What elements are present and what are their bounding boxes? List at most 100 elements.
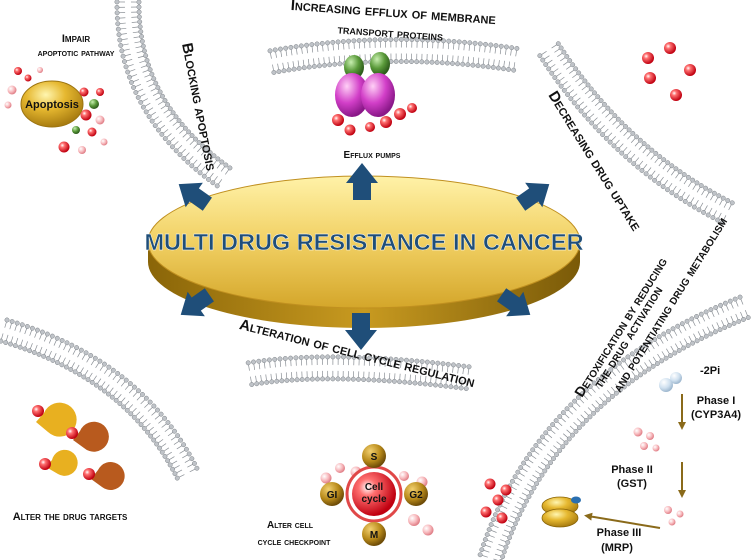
mrp-transporter — [541, 496, 581, 528]
drug-sphere — [80, 109, 92, 121]
drug-sphere — [408, 514, 420, 526]
drug-sphere — [78, 146, 86, 154]
metabolite-sphere — [633, 427, 643, 437]
drug-sphere — [7, 85, 17, 95]
impair-label-2: apoptotic pathway — [38, 48, 115, 59]
phase2-label-1: Phase II — [611, 464, 653, 476]
uptake-panel: Decreasing drug uptake — [545, 42, 696, 234]
drug-sphere — [95, 115, 105, 125]
drug-sphere — [14, 67, 22, 75]
drug-sphere — [320, 472, 332, 484]
drug-sphere — [365, 122, 375, 132]
target-bound-4 — [83, 461, 125, 490]
drug-sphere — [58, 141, 70, 153]
drug-sphere — [72, 126, 80, 134]
target-bound-2 — [66, 421, 109, 452]
apoptosis-panel: Impair apoptotic pathway Apoptosis — [4, 33, 115, 154]
drug-sphere — [644, 72, 656, 84]
central-disc: MULTI DRUG RESISTANCE IN CANCER — [144, 175, 584, 328]
drug-sphere — [500, 484, 512, 496]
drug-sphere — [492, 494, 504, 506]
drug-sphere — [335, 463, 345, 473]
target-bound-1 — [32, 402, 77, 437]
lipid-bilayer — [245, 354, 472, 392]
lipid-bilayer — [267, 37, 520, 75]
phase-m-node — [362, 522, 386, 546]
phase2-label-2: (GST) — [617, 478, 647, 490]
drug-sphere — [484, 478, 496, 490]
drug-sphere — [37, 67, 43, 73]
metabolite-sphere — [670, 372, 682, 384]
drug-sphere — [96, 88, 104, 96]
phase-g1-label: GI — [327, 490, 338, 501]
drug-sphere — [24, 74, 32, 82]
metabolite-sphere — [676, 510, 684, 518]
drug-sphere — [79, 87, 89, 97]
metabolite-sphere — [646, 432, 654, 440]
efflux-panel: Increasing efflux of membrane transport … — [290, 0, 496, 161]
center-title: MULTI DRUG RESISTANCE IN CANCER — [144, 229, 583, 255]
drug-sphere — [496, 512, 508, 524]
phase3-label-1: Phase III — [597, 527, 642, 539]
lipid-bilayer — [477, 294, 751, 560]
pump-right — [361, 73, 395, 117]
pump-cap-left — [344, 55, 364, 79]
arrow-up-right — [516, 182, 550, 211]
mechanism-blocking-apoptosis: Blocking apoptosis — [178, 42, 219, 173]
cell-cycle-label-2: cycle — [361, 494, 386, 505]
targets-panel: Alter the drug targets — [13, 402, 128, 523]
phase1-label-2: (CYP3A4) — [691, 409, 741, 421]
phase-g1-node — [320, 482, 344, 506]
drug-sphere — [380, 116, 392, 128]
drug-sphere — [344, 124, 356, 136]
drug-sphere — [87, 127, 97, 137]
pump-cap-right — [370, 52, 390, 76]
checkpoint-label-1: Alter cell — [267, 520, 314, 531]
efflux-title-2: transport proteins — [337, 21, 443, 43]
efflux-pumps-label: Efflux pumps — [344, 150, 401, 161]
metabolite-sphere — [640, 442, 648, 450]
arrow-up — [346, 163, 378, 200]
metabolite-sphere — [652, 444, 660, 452]
drug-sphere — [664, 42, 676, 54]
efflux-title-1: Increasing efflux of membrane — [290, 0, 496, 28]
phase3-arrow — [584, 512, 661, 529]
phase-s-node — [362, 444, 386, 468]
phase3-label-2: (MRP) — [601, 542, 633, 554]
cell-cycle-label-1: Cell — [365, 482, 384, 493]
cell-cycle-core — [352, 472, 396, 516]
drug-sphere — [89, 99, 99, 109]
phase-g2-node — [404, 482, 428, 506]
direction-arrows — [178, 163, 550, 350]
drug-sphere — [100, 138, 108, 146]
alter-targets-label: Alter the drug targets — [13, 511, 128, 523]
checkpoint-label-2: cycle checkpoint — [258, 537, 332, 548]
phase-s-label: S — [371, 452, 378, 463]
cell-cycle-panel: Alteration of cell cycle regulation Cell… — [238, 316, 477, 548]
phase1-label-1: Phase I — [697, 395, 736, 407]
drug-sphere — [332, 114, 344, 126]
drug-sphere — [642, 52, 654, 64]
impair-label-1: Impair — [62, 33, 90, 45]
metabolite-sphere — [664, 506, 672, 514]
metabolite-sphere — [659, 378, 673, 392]
drug-sphere — [4, 101, 12, 109]
drug-sphere — [407, 103, 417, 113]
arrow-up-left — [178, 182, 212, 211]
drug-sphere — [422, 524, 434, 536]
pi-label: -2Pi — [700, 365, 720, 377]
phase-m-label: M — [370, 530, 378, 541]
phase-g2-label: G2 — [409, 490, 423, 501]
arrow-down-right — [497, 288, 531, 317]
metabolite-sphere — [668, 518, 676, 526]
arrow-down — [345, 313, 377, 350]
drug-sphere — [394, 108, 406, 120]
drug-sphere — [684, 64, 696, 76]
apoptosis-body — [20, 80, 84, 128]
drug-sphere — [399, 471, 409, 481]
apoptosis-label: Apoptosis — [25, 99, 79, 111]
lipid-bilayer — [0, 317, 200, 481]
